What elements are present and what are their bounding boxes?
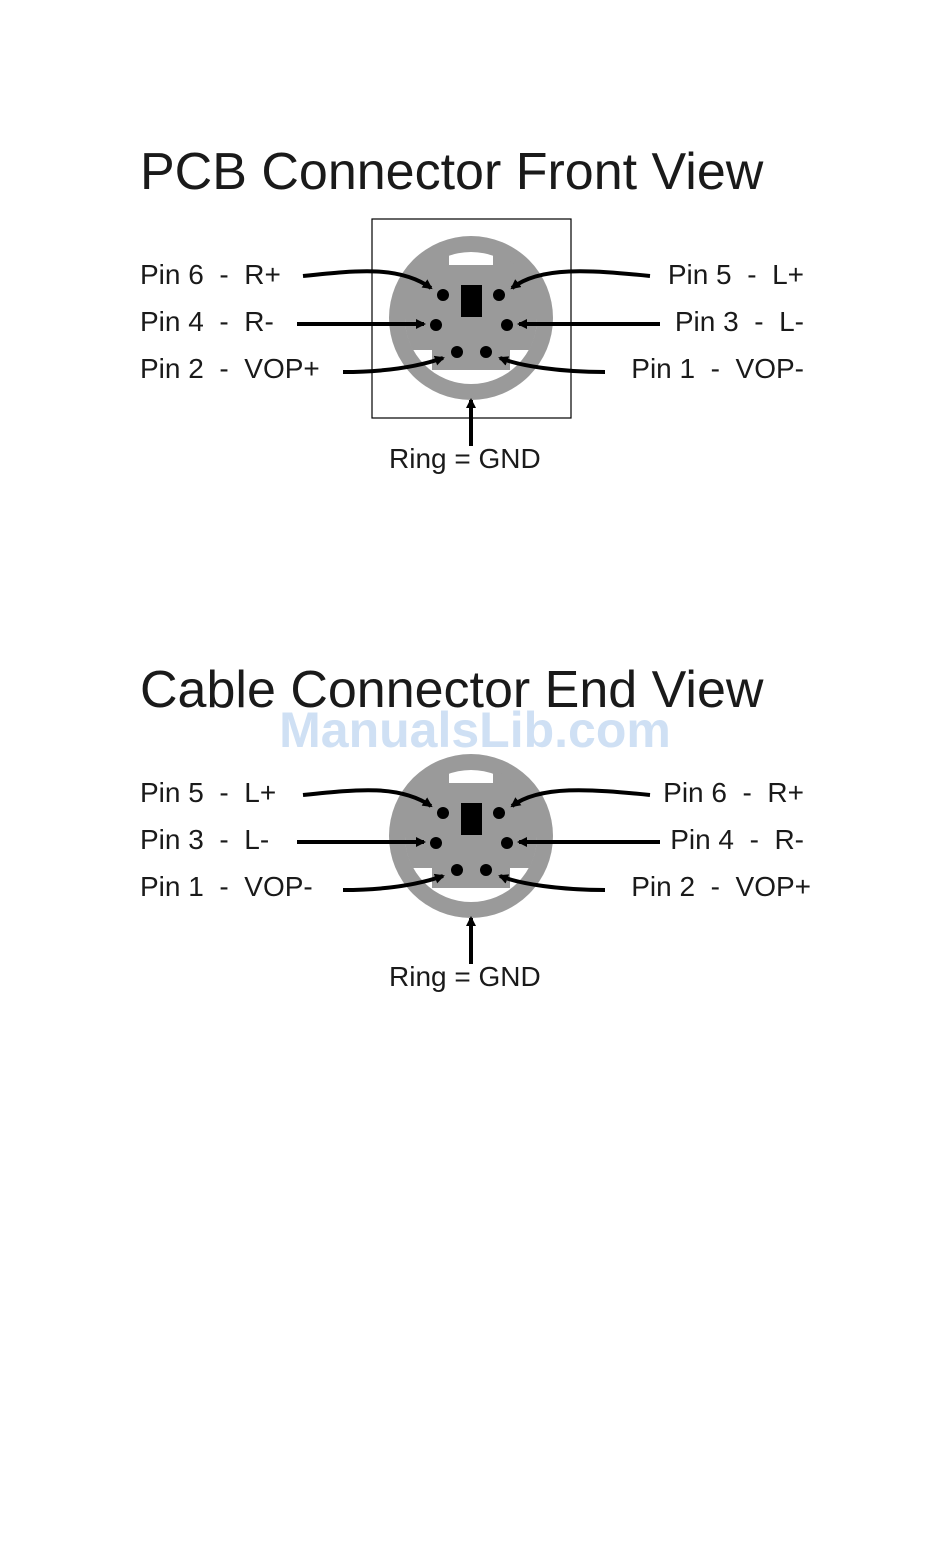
cable-connector-group: [297, 754, 660, 964]
pin-dot: [480, 864, 492, 876]
cable-label-left-mid: Pin 3 - L-: [140, 824, 269, 856]
pin-dot: [480, 346, 492, 358]
pin-dot: [437, 807, 449, 819]
pin-dot: [501, 319, 513, 331]
key-pin: [461, 803, 482, 835]
cable-connector-icon: [389, 754, 553, 918]
pin-dot: [501, 837, 513, 849]
front-label-left-bot: Pin 2 - VOP+: [140, 353, 320, 385]
pin-dot: [437, 289, 449, 301]
pin-dot: [451, 864, 463, 876]
pin-dot: [430, 837, 442, 849]
cable-label-right-bot: Pin 2 - VOP+: [631, 871, 811, 903]
front-label-left-top: Pin 6 - R+: [140, 259, 281, 291]
cable-label-left-top: Pin 5 - L+: [140, 777, 276, 809]
front-label-right-top: Pin 5 - L+: [668, 259, 804, 291]
front-label-right-mid: Pin 3 - L-: [675, 306, 804, 338]
cable-label-ring: Ring = GND: [389, 961, 541, 993]
front-label-right-bot: Pin 1 - VOP-: [631, 353, 804, 385]
cable-label-left-bot: Pin 1 - VOP-: [140, 871, 313, 903]
pin-dot: [430, 319, 442, 331]
cable-label-right-top: Pin 6 - R+: [663, 777, 804, 809]
front-label-ring: Ring = GND: [389, 443, 541, 475]
front-connector-icon: [389, 236, 553, 400]
front-connector-group: [297, 219, 660, 446]
pin-dot: [493, 807, 505, 819]
front-label-left-mid: Pin 4 - R-: [140, 306, 274, 338]
cable-label-right-mid: Pin 4 - R-: [670, 824, 804, 856]
key-pin: [461, 285, 482, 317]
pin-dot: [493, 289, 505, 301]
cable-view-title: Cable Connector End View: [140, 660, 763, 720]
pin-dot: [451, 346, 463, 358]
